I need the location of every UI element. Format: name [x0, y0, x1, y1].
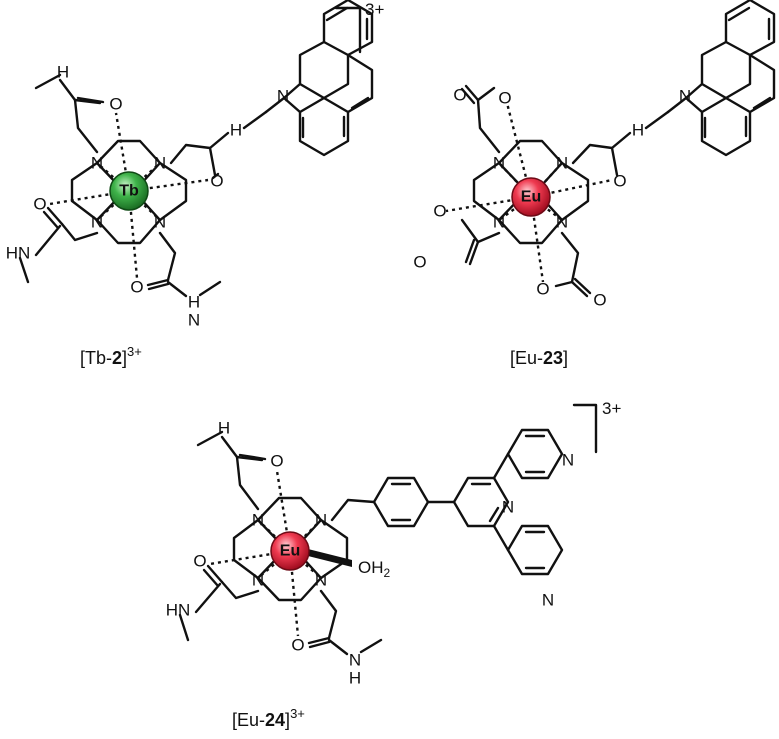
- carbonyl-oxygen: O: [33, 195, 46, 214]
- phenanthridine-group: [282, 0, 374, 157]
- charge-label: 3+: [602, 399, 621, 418]
- carboxylate-oxygen: O: [498, 89, 511, 108]
- nitrogen-atom: N: [556, 213, 568, 232]
- charge-label: 3+: [365, 0, 384, 19]
- aqua-wedge-bond: [304, 548, 352, 567]
- carbonyl-oxygen: O: [109, 95, 122, 114]
- phenyl-ring: [372, 476, 430, 528]
- amide-nh: H: [57, 63, 69, 82]
- nitrogen-atom: N: [493, 154, 505, 173]
- amide-nh: HN: [6, 244, 31, 263]
- nitrogen-atom: N: [315, 571, 327, 590]
- amide-nh: H: [188, 293, 200, 312]
- carboxylate-oxygen: O: [593, 291, 606, 310]
- amide-nh: N: [188, 311, 200, 330]
- aqua-ligand: OH2: [358, 558, 391, 580]
- carboxylate-oxygen: O: [433, 202, 446, 221]
- molecule-caption: [Tb-2]3+: [80, 344, 142, 368]
- carbonyl-oxygen: O: [270, 452, 283, 471]
- central-pyridine-ring: [452, 476, 510, 528]
- terbium-ion: [109, 171, 149, 211]
- nitrogen-atom: N: [493, 213, 505, 232]
- pyridine-nitrogen: N: [562, 451, 574, 470]
- europium-ion: [270, 531, 310, 571]
- amide-nh: H: [230, 121, 242, 140]
- molecule-tb-2: N N N N H O O HN O H N O H: [6, 0, 384, 368]
- pyridine-nitrogen: N: [502, 498, 514, 517]
- nitrogen-atom: N: [556, 154, 568, 173]
- molecule-eu-23: N N N N O O O O O O O H: [413, 0, 776, 368]
- carboxylate-oxygen: O: [536, 280, 549, 299]
- quinoline-nitrogen: N: [277, 87, 289, 106]
- nitrogen-atom: N: [91, 213, 103, 232]
- carbonyl-oxygen: O: [193, 552, 206, 571]
- amide-nh: H: [632, 121, 644, 140]
- quinoline-nitrogen: N: [679, 87, 691, 106]
- metal-symbol: Tb: [119, 183, 139, 200]
- carbonyl-oxygen: O: [291, 636, 304, 655]
- pyridine-ring-bottom: [506, 524, 564, 576]
- carbonyl-oxygen: O: [210, 172, 223, 191]
- molecule-caption: [Eu-23]: [510, 348, 568, 368]
- carboxylate-oxygen: O: [413, 253, 426, 272]
- amide-nh: N: [349, 651, 361, 670]
- cyclen-ring: [472, 139, 590, 245]
- metal-symbol: Eu: [521, 189, 541, 206]
- nitrogen-atom: N: [154, 213, 166, 232]
- carbonyl-oxygen: O: [613, 172, 626, 191]
- metal-symbol: Eu: [280, 543, 300, 560]
- molecule-eu-24: N N N N H O O HN O N H: [166, 399, 622, 730]
- carboxylate-oxygen: O: [453, 86, 466, 105]
- carbonyl-oxygen: O: [130, 278, 143, 297]
- amide-nh: H: [349, 669, 361, 688]
- pyridine-ring-top: [506, 428, 564, 480]
- pyridine-nitrogen: N: [542, 591, 554, 610]
- amide-nh: H: [218, 419, 230, 438]
- nitrogen-atom: N: [154, 154, 166, 173]
- molecule-caption: [Eu-24]3+: [232, 706, 305, 730]
- phenanthridine-group: [684, 0, 776, 157]
- amide-nh: HN: [166, 601, 191, 620]
- europium-ion: [511, 177, 551, 217]
